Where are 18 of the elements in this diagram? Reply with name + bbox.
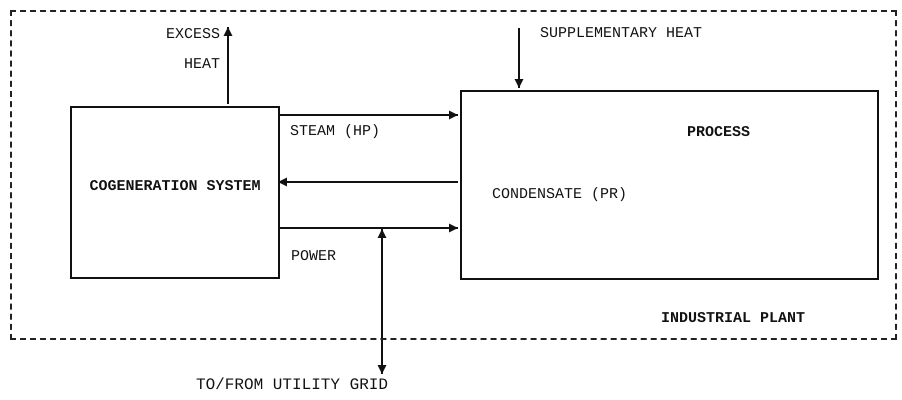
arrow (278, 224, 458, 232)
boundary-box (10, 10, 897, 340)
arrow (278, 178, 458, 186)
arrow (278, 110, 458, 120)
arrow (224, 27, 232, 104)
edge-label: EXCESS HEAT (164, 25, 220, 75)
box-label: PROCESS (687, 123, 750, 143)
edge-label: CONDENSATE (PR) (492, 185, 628, 205)
box-label: COGENERATION SYSTEM (88, 177, 262, 197)
edge-label: SUPPLEMENTARY HEAT (540, 24, 702, 44)
edge-label: STEAM (HP) (290, 122, 380, 142)
process-box (460, 90, 879, 280)
edge-label: POWER (291, 247, 336, 267)
arrow (378, 229, 386, 374)
arrow (514, 28, 524, 88)
node-label: TO/FROM UTILITY GRID (150, 374, 388, 398)
process-box (70, 106, 280, 279)
boundary-label: INDUSTRIAL PLANT (660, 309, 805, 329)
